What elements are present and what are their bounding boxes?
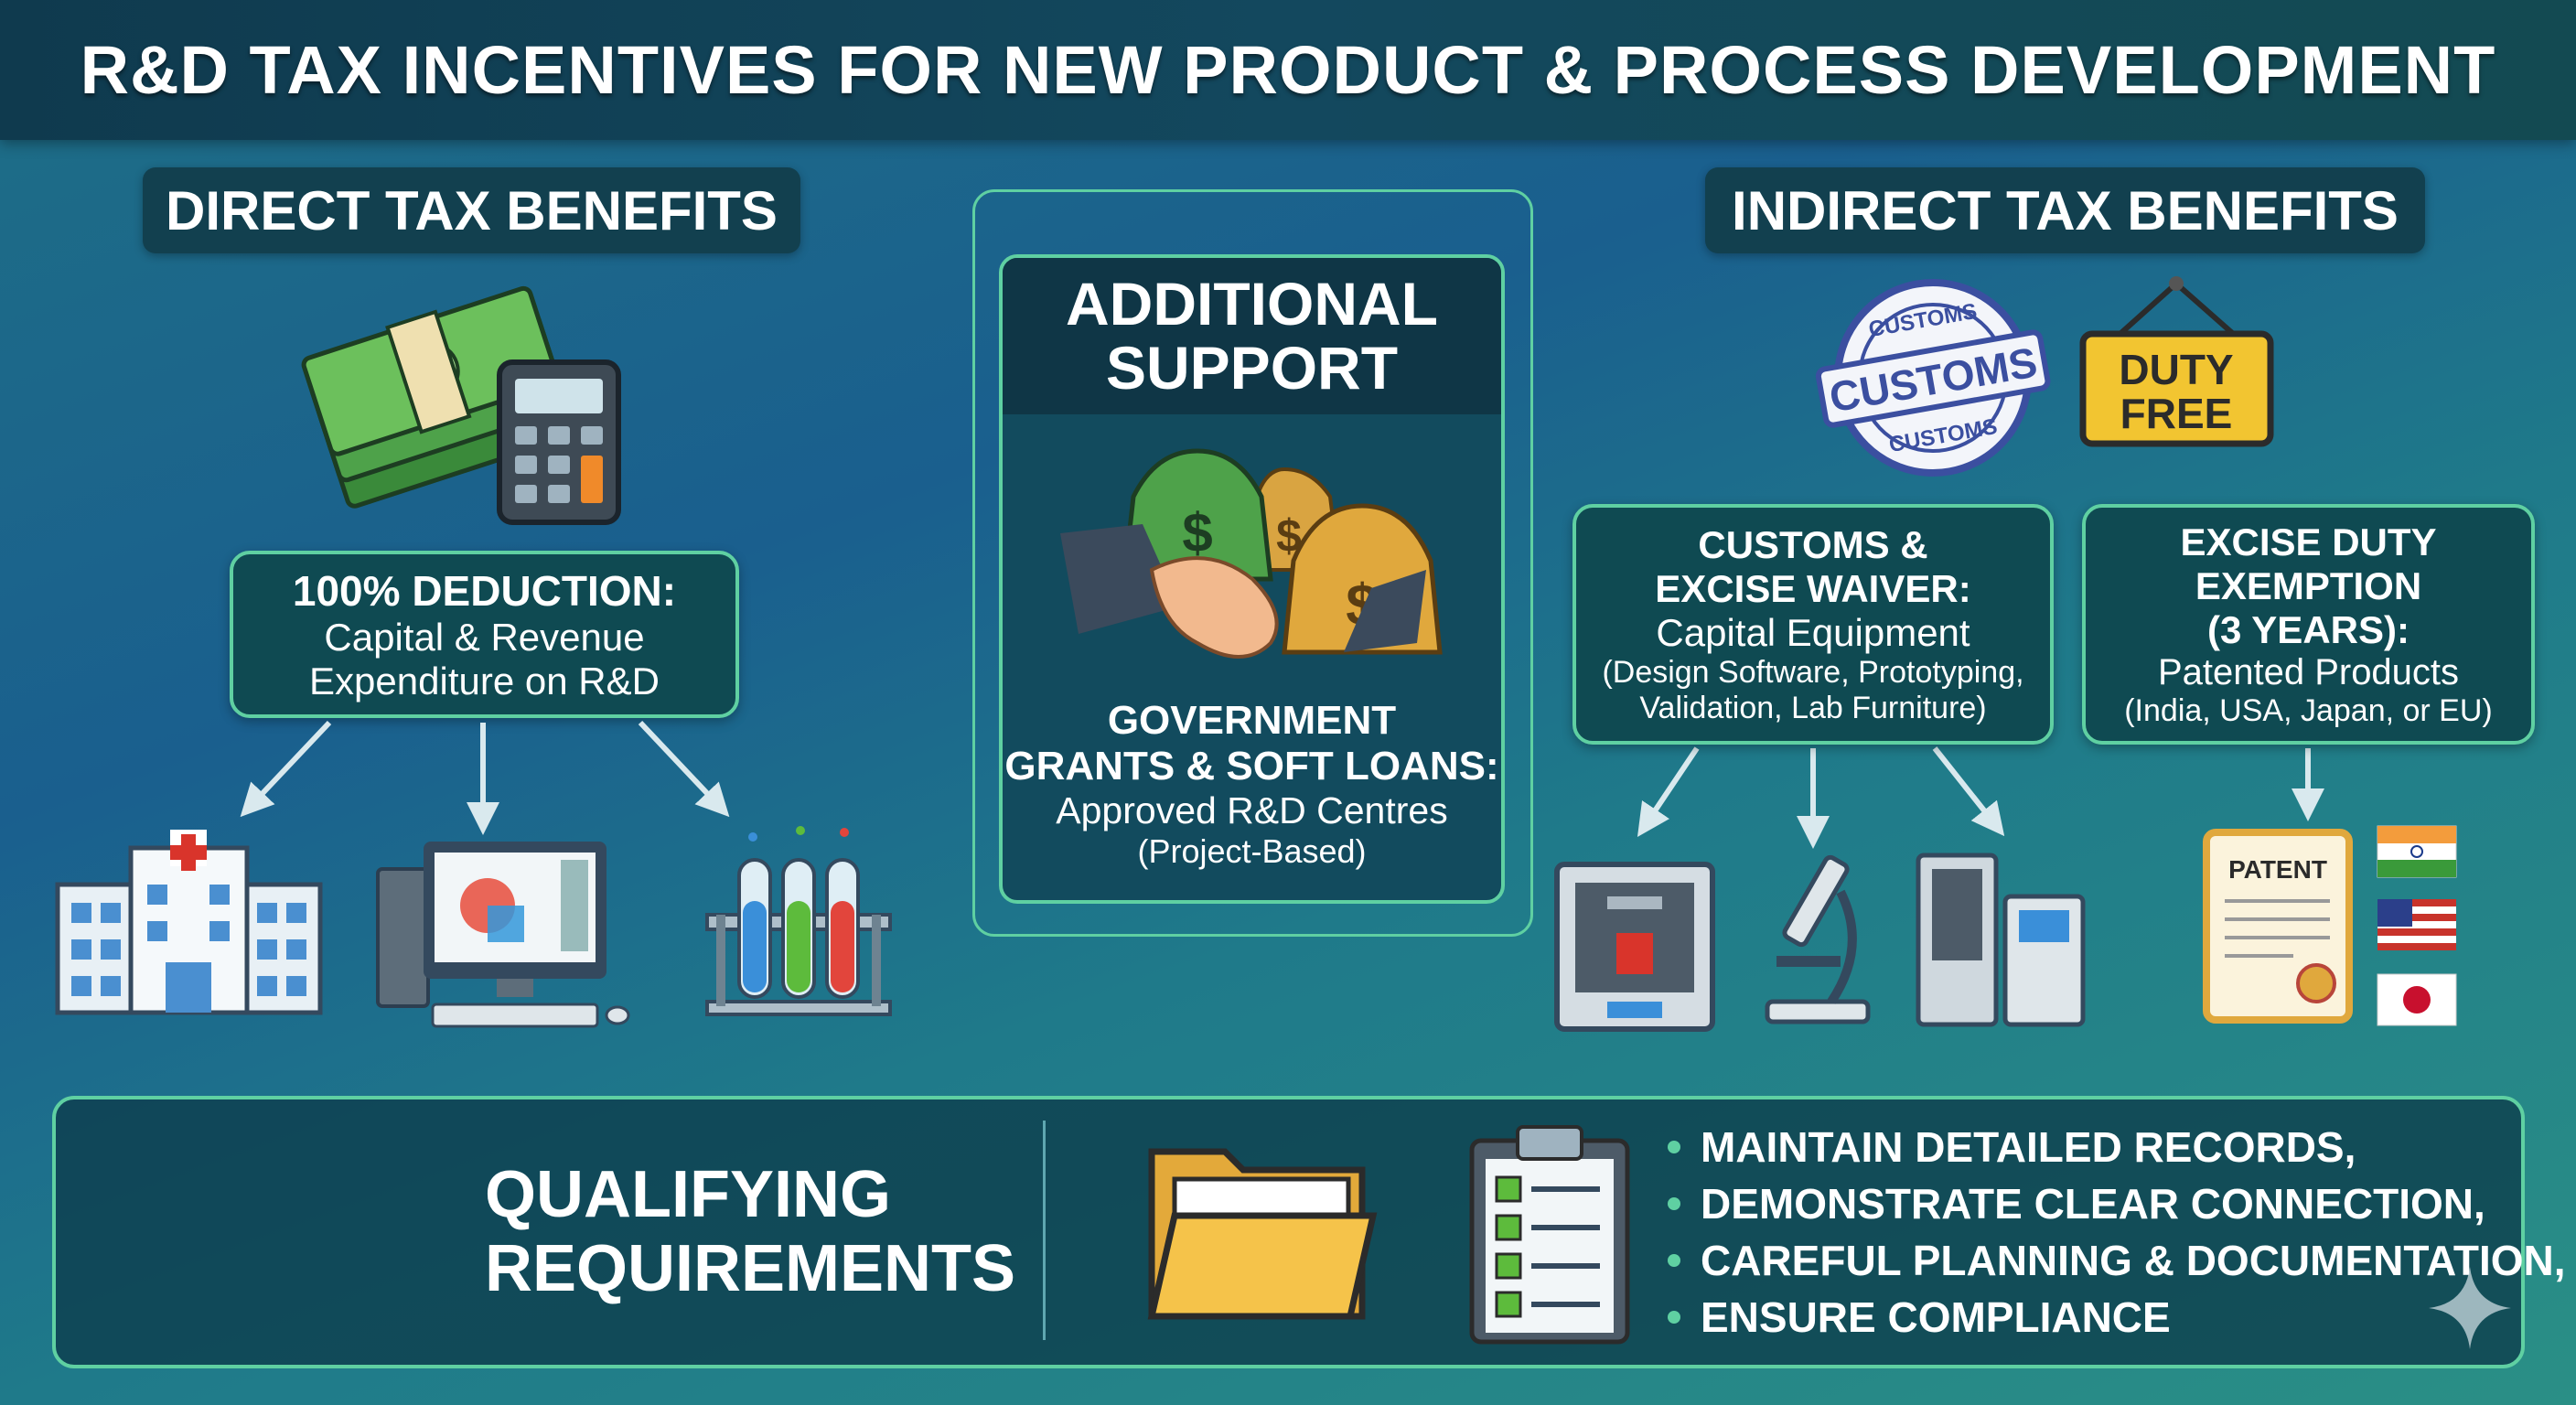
sign-line-2: FREE — [2120, 390, 2233, 437]
requirement-text: ENSURE COMPLIANCE — [1701, 1293, 2171, 1341]
additional-heading-2: SUPPORT — [1105, 333, 1399, 402]
hospital-icon — [55, 830, 323, 1015]
excise-line-1: Patented Products — [2157, 651, 2460, 692]
duty-free-sign-icon: DUTY FREE — [2079, 276, 2274, 447]
test-tubes-icon — [705, 826, 892, 1016]
additional-support-outline — [972, 189, 1533, 937]
bullet-icon — [1668, 1254, 1680, 1267]
country-flags — [2377, 825, 2457, 1026]
additional-support-header: ADDITIONAL SUPPORT — [1003, 258, 1501, 414]
qualifying-title: QUALIFYING REQUIREMENTS — [485, 1158, 1015, 1305]
sparkle-icon — [2429, 1267, 2511, 1349]
grants-text: GOVERNMENT GRANTS & SOFT LOANS: Approved… — [1003, 698, 1501, 871]
patent-label: PATENT — [2228, 855, 2327, 884]
bullet-icon — [1668, 1141, 1680, 1153]
testing-machine-icon — [1916, 853, 2086, 1027]
deduction-heading: 100% DEDUCTION: — [292, 566, 677, 615]
3d-printer-icon — [1554, 862, 1715, 1032]
svg-text:$: $ — [1182, 502, 1212, 563]
qualifying-title-2: REQUIREMENTS — [485, 1231, 1016, 1305]
arrow-tubes — [638, 720, 730, 818]
customs-waiver-box: CUSTOMS & EXCISE WAIVER: Capital Equipme… — [1572, 504, 2054, 745]
requirement-text: MAINTAIN DETAILED RECORDS, — [1701, 1123, 2356, 1171]
additional-heading-1: ADDITIONAL — [1066, 270, 1438, 338]
customs-line-2: (Design Software, Prototyping, — [1602, 654, 2024, 690]
arrow-printer — [1637, 746, 1700, 837]
computer-design-icon — [376, 842, 630, 1028]
arrow-hospital — [240, 720, 332, 818]
requirement-text: DEMONSTRATE CLEAR CONNECTION, — [1701, 1180, 2485, 1228]
excise-exemption-box: EXCISE DUTY EXEMPTION (3 YEARS): Patente… — [2082, 504, 2535, 745]
grants-line-1: Approved R&D Centres — [1056, 789, 1448, 831]
grants-line-2: (Project-Based) — [1137, 832, 1367, 870]
excise-line-2: (India, USA, Japan, or EU) — [2124, 692, 2493, 728]
list-item: CAREFUL PLANNING & DOCUMENTATION, — [1668, 1232, 2566, 1289]
grants-heading-2: GRANTS & SOFT LOANS: — [1004, 744, 1499, 788]
microscope-icon — [1765, 854, 1871, 1024]
customs-line-3: Validation, Lab Furniture) — [1639, 690, 1987, 725]
excise-heading-2: EXEMPTION — [2195, 563, 2422, 607]
japan-flag-icon — [2377, 973, 2457, 1026]
qualifying-title-1: QUALIFYING — [485, 1158, 891, 1231]
list-item: DEMONSTRATE CLEAR CONNECTION, — [1668, 1175, 2566, 1232]
bullet-icon — [1668, 1311, 1680, 1324]
folder-icon — [1147, 1148, 1378, 1320]
patent-certificate-icon: PATENT — [2203, 829, 2353, 1024]
usa-flag-icon — [2377, 899, 2456, 950]
checklist-clipboard-icon — [1469, 1125, 1630, 1345]
sign-line-1: DUTY — [2119, 346, 2233, 393]
customs-heading-2: EXCISE WAIVER: — [1655, 566, 1971, 610]
grants-heading-1: GOVERNMENT — [1107, 698, 1397, 743]
list-item: MAINTAIN DETAILED RECORDS, — [1668, 1119, 2566, 1175]
customs-stamp-icon: CUSTOMS CUSTOMS CUSTOMS — [1815, 279, 2051, 477]
deduction-line-2: Expenditure on R&D — [309, 659, 660, 702]
requirement-text: CAREFUL PLANNING & DOCUMENTATION, — [1701, 1237, 2566, 1284]
deduction-box: 100% DEDUCTION: Capital & Revenue Expend… — [230, 551, 739, 718]
bottom-divider — [1043, 1121, 1046, 1340]
list-item: ENSURE COMPLIANCE — [1668, 1289, 2566, 1346]
handshake-money-bags-icon: $ $ $ — [1059, 448, 1443, 659]
customs-heading-1: CUSTOMS & — [1698, 522, 1928, 566]
requirements-list: MAINTAIN DETAILED RECORDS, DEMONSTRATE C… — [1668, 1119, 2566, 1346]
additional-support-panel: ADDITIONAL SUPPORT $ $ $ GOVERNMENT GRAN… — [999, 254, 1505, 904]
bullet-icon — [1668, 1197, 1680, 1210]
page-title: R&D TAX INCENTIVES FOR NEW PRODUCT & PRO… — [80, 32, 2496, 108]
money-calculator-icon — [301, 285, 621, 525]
indirect-tax-label: INDIRECT TAX BENEFITS — [1705, 167, 2425, 253]
india-flag-icon — [2377, 825, 2457, 878]
excise-heading-1: EXCISE DUTY — [2180, 520, 2437, 563]
customs-line-1: Capital Equipment — [1656, 610, 1970, 654]
direct-tax-label: DIRECT TAX BENEFITS — [143, 167, 800, 253]
title-bar: R&D TAX INCENTIVES FOR NEW PRODUCT & PRO… — [0, 0, 2576, 140]
deduction-line-1: Capital & Revenue — [324, 615, 645, 659]
arrow-machine — [1932, 746, 2005, 837]
excise-heading-3: (3 YEARS): — [2207, 607, 2410, 651]
